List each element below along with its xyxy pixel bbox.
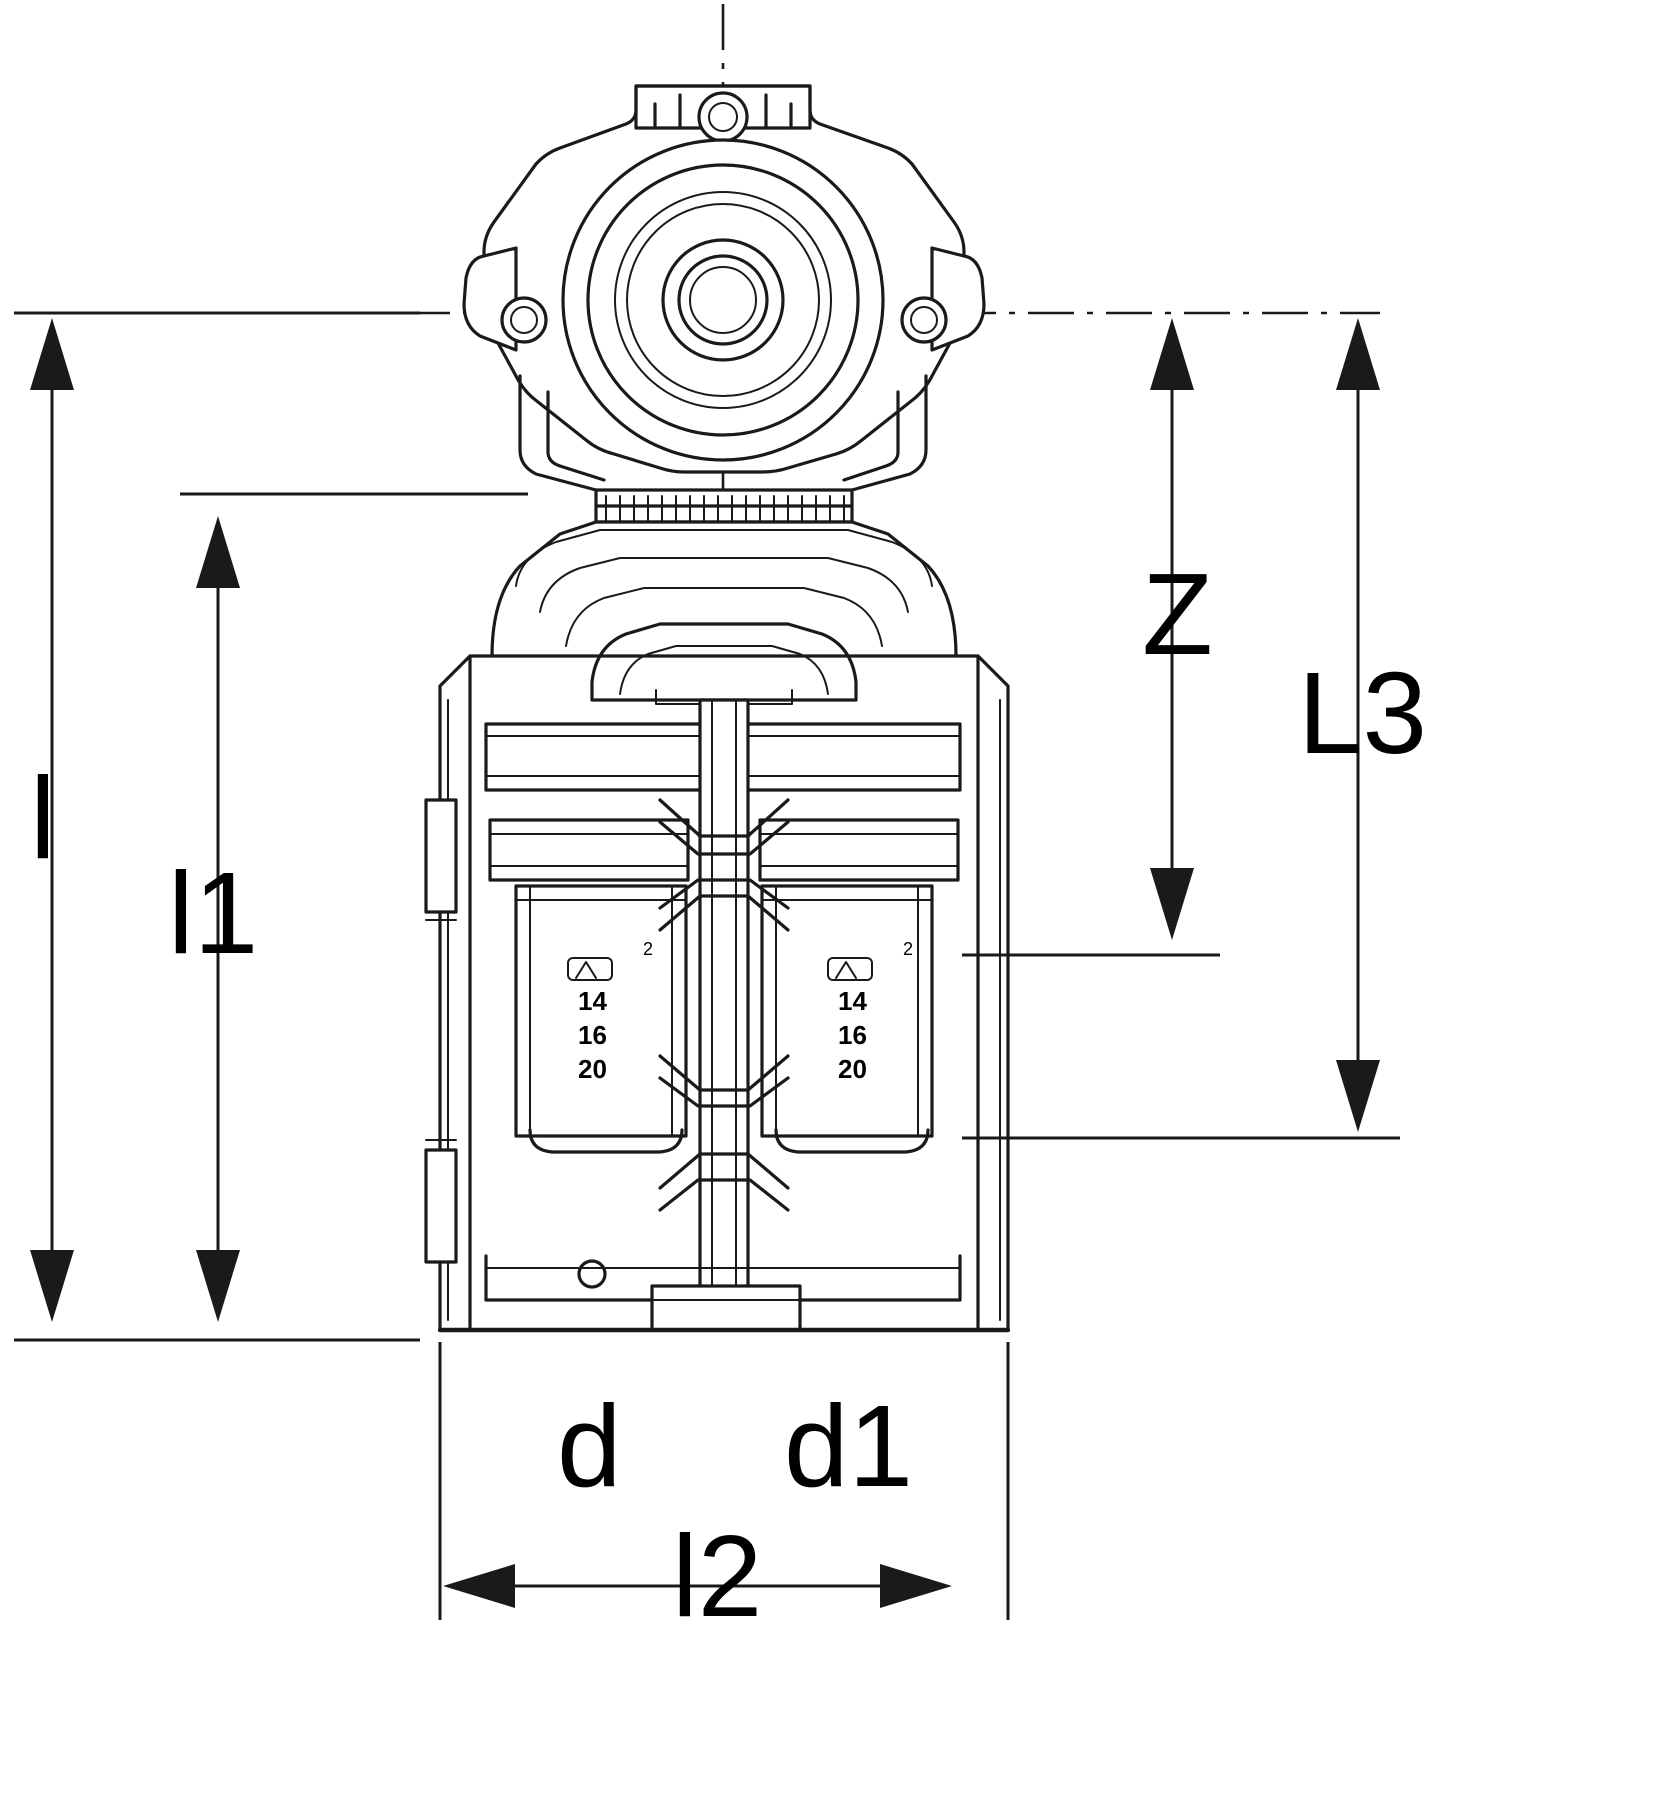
dimension-label-l3: L3 [1298, 648, 1428, 778]
dimension-label-l1: l1 [168, 848, 259, 978]
left-press-socket [488, 818, 690, 1154]
right-socket-size-14: 14 [838, 986, 867, 1016]
dimension-label-l2: l2 [672, 1511, 763, 1641]
right-socket-size-16: 16 [838, 1020, 867, 1050]
right-socket-size-20: 20 [838, 1054, 867, 1084]
dimension-l2 [438, 1342, 1010, 1620]
dimension-l3 [962, 318, 1400, 1140]
socket-marking-boxes [567, 957, 873, 981]
dimension-l1 [180, 492, 528, 1322]
right-socket-tick-label: 2 [903, 939, 914, 959]
left-socket-tick-label: 2 [643, 939, 654, 959]
left-socket-size-16: 16 [578, 1020, 607, 1050]
dimension-label-d1: d1 [784, 1381, 914, 1511]
left-socket-size-14: 14 [578, 986, 607, 1016]
manifold-body [424, 520, 1011, 1333]
right-press-socket [758, 818, 960, 1154]
left-socket-size-20: 20 [578, 1054, 607, 1084]
dimension-l [14, 311, 420, 1342]
press-connector-head [462, 84, 986, 524]
dimension-label-l: l [30, 753, 56, 883]
dimension-label-z: Z [1142, 549, 1213, 679]
dimension-z [962, 318, 1220, 957]
dimension-label-d: d [557, 1381, 622, 1511]
